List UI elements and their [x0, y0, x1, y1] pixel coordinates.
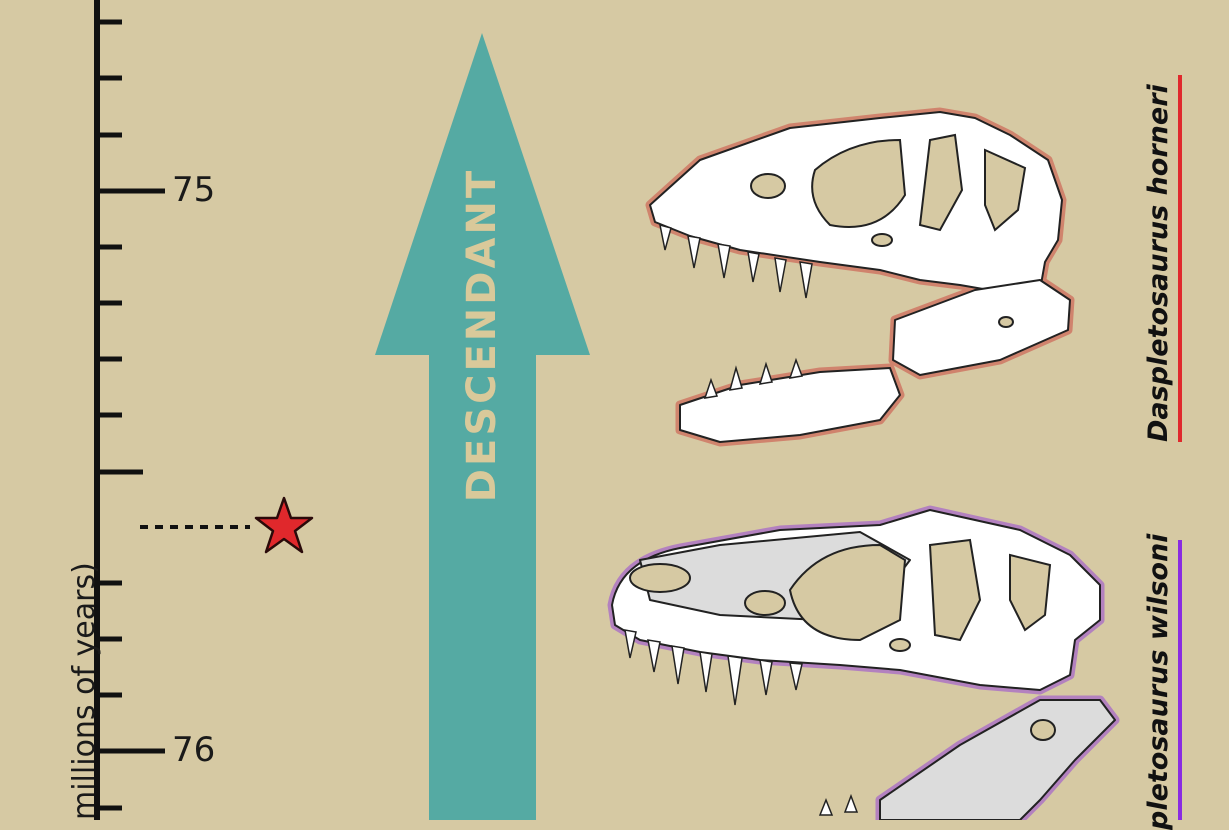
species-label-horneri: Daspletosaurus horneri [1143, 84, 1174, 442]
tick-label-75: 75 [172, 170, 215, 210]
skull-wilsoni [612, 510, 1115, 820]
skull-horneri [650, 112, 1070, 442]
axis-title: millions of years) [67, 562, 102, 820]
arrow-label: DESCENDANT [459, 168, 505, 502]
species-label-wilsoni: pletosaurus wilsoni [1143, 534, 1174, 830]
red-star-icon [256, 498, 312, 552]
tick-label-76: 76 [172, 730, 215, 770]
